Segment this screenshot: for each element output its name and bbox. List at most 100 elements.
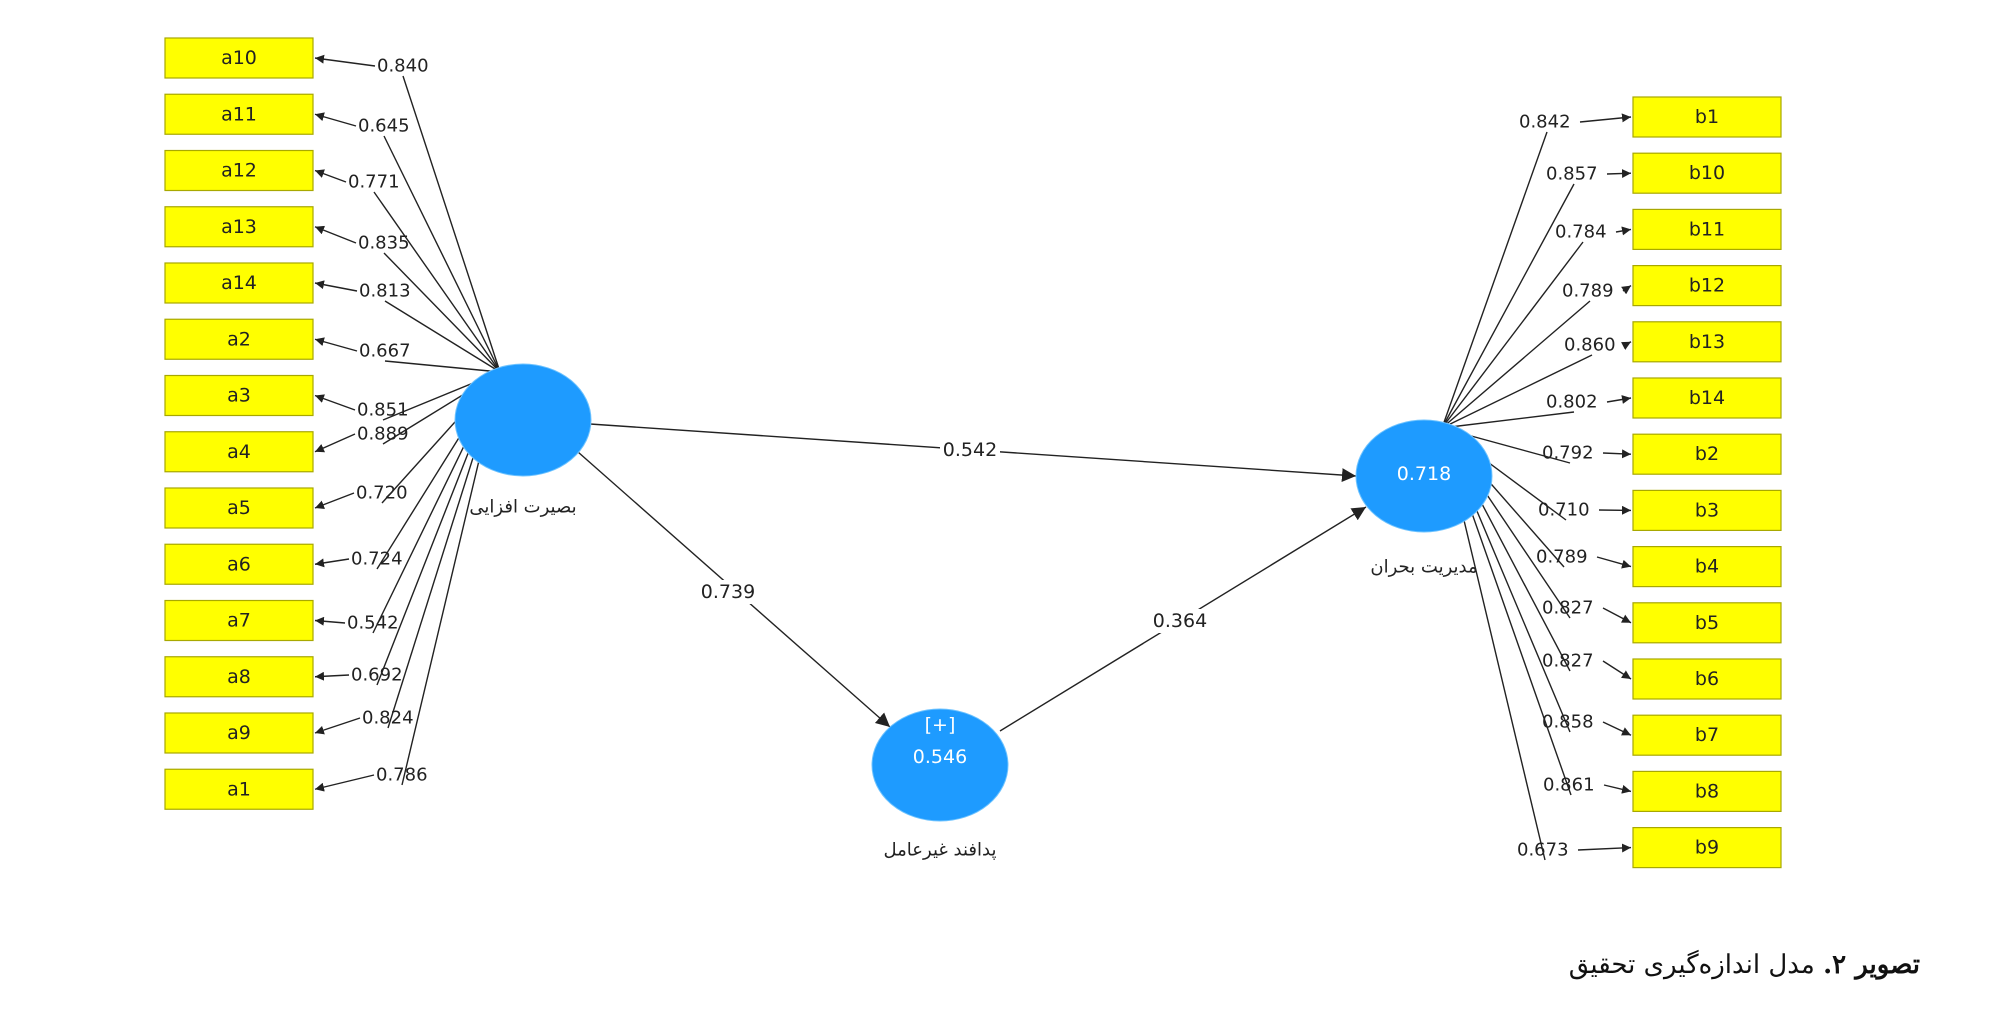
loading-value: 0.692 — [351, 665, 403, 686]
indicator-label: b10 — [1689, 162, 1725, 184]
loading-arrow-b11 — [1615, 226, 1632, 236]
indicator-box-b7 — [1632, 714, 1782, 756]
loading-value: 0.724 — [351, 549, 403, 570]
indicator-label: b11 — [1689, 218, 1725, 240]
indicator-box-b4 — [1632, 545, 1782, 588]
loading-arrow-a4 — [314, 433, 356, 453]
loading-line-a12 — [373, 191, 501, 373]
indicator-label: a12 — [221, 160, 257, 182]
loading-value: 0.789 — [1536, 547, 1588, 568]
loading-arrow-b1 — [1579, 113, 1632, 123]
loading-arrow-a3 — [314, 394, 356, 411]
loading-value: 0.667 — [359, 341, 411, 362]
loading-value: 0.710 — [1538, 500, 1590, 521]
loading-line-b10 — [1441, 183, 1575, 429]
loading-value: 0.835 — [358, 233, 410, 254]
construct-r2-value: 0.546 — [913, 746, 967, 768]
indicator-box-b9 — [1632, 826, 1782, 869]
indicator-box-b12 — [1632, 265, 1782, 307]
indicator-label: b1 — [1695, 106, 1719, 128]
loading-value: 0.827 — [1542, 598, 1594, 619]
loading-value: 0.771 — [348, 172, 400, 193]
loading-line-a10 — [402, 75, 501, 373]
indicator-label: b9 — [1695, 837, 1719, 859]
loading-line-a14 — [384, 300, 501, 373]
connection-lines — [314, 54, 1632, 861]
indicator-label: a9 — [227, 722, 251, 744]
indicator-box-b11 — [1632, 208, 1782, 250]
loading-line-b11 — [1441, 241, 1584, 429]
loading-value: 0.842 — [1519, 112, 1571, 133]
indicator-box-b10 — [1632, 152, 1782, 194]
indicator-label: b7 — [1695, 724, 1719, 746]
indicator-box-b6 — [1632, 658, 1782, 700]
indicator-label: b4 — [1695, 556, 1719, 578]
loading-value: 0.792 — [1542, 443, 1594, 464]
path-coefficient: 0.542 — [943, 439, 997, 461]
loading-value: 0.857 — [1546, 164, 1598, 185]
loading-line-a2 — [384, 360, 501, 373]
loading-value: 0.858 — [1542, 712, 1594, 733]
loading-value: 0.827 — [1542, 651, 1594, 672]
construct-expand-marker: [+] — [925, 714, 956, 736]
loading-arrow-b12 — [1621, 285, 1632, 295]
construct-name: مدیریت بحران — [1370, 557, 1477, 578]
loading-value: 0.802 — [1546, 392, 1598, 413]
loading-arrow-b8 — [1603, 784, 1632, 794]
indicator-box-b5 — [1632, 602, 1782, 644]
loading-arrow-a8 — [314, 671, 350, 681]
indicator-box-a13 — [164, 206, 314, 248]
indicator-box-a10 — [164, 37, 314, 79]
loading-value: 0.851 — [357, 400, 409, 421]
indicator-box-a2 — [164, 318, 314, 360]
indicator-label: a10 — [221, 47, 257, 69]
construct-r2-value: 0.718 — [1397, 463, 1451, 485]
loading-arrow-a11 — [314, 112, 357, 127]
loading-value: 0.840 — [377, 56, 429, 77]
indicator-box-a1 — [164, 768, 314, 810]
indicator-box-a8 — [164, 656, 314, 698]
loading-arrow-a10 — [314, 54, 376, 67]
loading-arrow-a1 — [314, 774, 375, 792]
loading-value: 0.824 — [362, 708, 414, 729]
path-coefficient: 0.364 — [1153, 610, 1207, 632]
indicator-label: b5 — [1695, 612, 1719, 634]
loading-arrow-b5 — [1602, 607, 1632, 624]
indicator-label: a7 — [227, 610, 251, 632]
loading-value: 0.861 — [1543, 775, 1595, 796]
indicator-label: b12 — [1689, 275, 1725, 297]
loading-arrow-b9 — [1577, 843, 1632, 853]
loading-line-b1 — [1441, 131, 1548, 429]
indicator-label: a5 — [227, 497, 251, 519]
path-coefficient: 0.739 — [701, 581, 755, 603]
loading-arrow-b7 — [1602, 721, 1632, 736]
indicator-box-a12 — [164, 149, 314, 192]
loading-value: 0.860 — [1564, 335, 1616, 356]
indicator-box-a3 — [164, 374, 314, 417]
indicator-box-b8 — [1632, 770, 1782, 813]
indicator-label: a6 — [227, 553, 251, 575]
indicator-label: a11 — [221, 103, 257, 125]
figure-caption: تصویر ۲. مدل اندازه‌گیری تحقیق — [1569, 950, 1920, 980]
loading-value: 0.813 — [359, 281, 411, 302]
loading-arrow-a7 — [314, 616, 346, 626]
path-label-background — [698, 580, 758, 604]
loading-value: 0.542 — [347, 613, 399, 634]
indicator-label: a3 — [227, 385, 251, 407]
indicator-box-a9 — [164, 712, 314, 754]
loading-arrow-b14 — [1606, 395, 1632, 404]
indicator-label: b8 — [1695, 780, 1719, 802]
loading-arrow-a14 — [314, 280, 358, 292]
indicator-box-b13 — [1632, 321, 1782, 363]
loading-value: 0.673 — [1517, 840, 1569, 861]
loading-line-a13 — [383, 252, 501, 373]
nodes-layer — [164, 37, 1782, 869]
loading-arrow-a9 — [314, 717, 361, 735]
indicator-box-b3 — [1632, 489, 1782, 531]
indicator-box-a7 — [164, 599, 314, 642]
path-label-background — [940, 438, 1000, 462]
indicator-box-a5 — [164, 487, 314, 529]
figure-caption-number: تصویر ۲. — [1823, 950, 1920, 980]
indicator-label: b14 — [1689, 387, 1725, 409]
construct-defense — [871, 708, 1009, 822]
